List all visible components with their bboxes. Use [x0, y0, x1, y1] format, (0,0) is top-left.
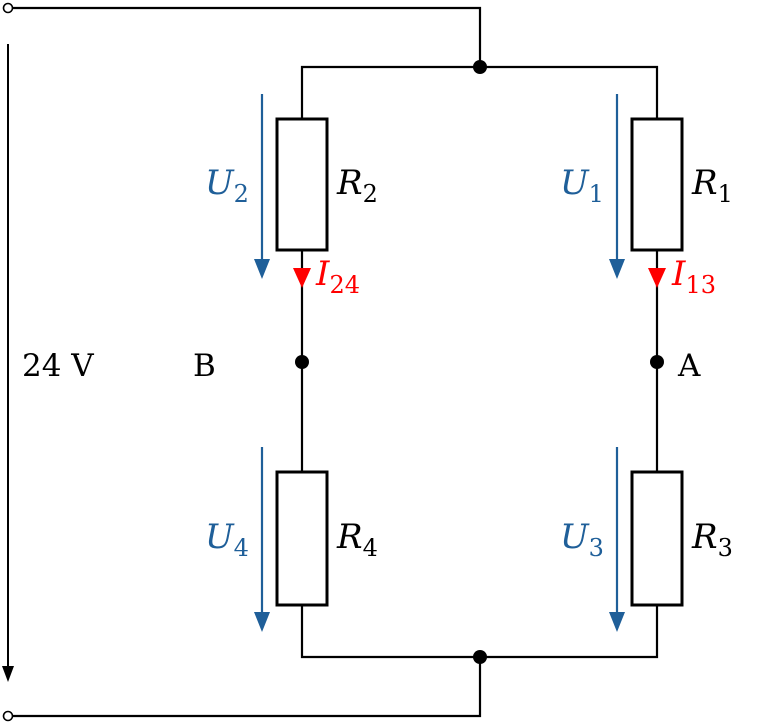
r3-label: R3: [691, 517, 733, 562]
resistor-r4: [275, 470, 329, 607]
feed-wire-top: [12, 6, 482, 67]
supply-voltage-arrow: [2, 44, 14, 682]
u2-label: U2: [205, 163, 249, 208]
node-b-label: B: [193, 348, 216, 384]
feed-wire-bottom: [12, 657, 482, 718]
r1-label: R1: [691, 163, 733, 208]
node-a-label: A: [677, 348, 701, 384]
i13-arrow: [648, 268, 666, 288]
r4-label: R4: [336, 517, 378, 562]
bridge-wiring: [300, 65, 659, 659]
node-a-dot: [650, 355, 664, 369]
i24-arrow: [293, 268, 311, 288]
i13-label: I13: [671, 254, 716, 299]
resistor-r1: [630, 117, 684, 252]
u4-arrow: [254, 447, 270, 632]
u3-label: U3: [560, 517, 604, 562]
u1-arrow: [609, 94, 625, 279]
supply-voltage-label: 24 V: [22, 348, 94, 384]
resistor-r2: [275, 117, 329, 252]
junction-top: [473, 60, 487, 74]
r2-label: R2: [336, 163, 378, 208]
node-b-dot: [295, 355, 309, 369]
u4-label: U4: [205, 517, 249, 562]
u2-arrow: [254, 94, 270, 279]
u3-arrow: [609, 447, 625, 632]
terminal-top: [2, 2, 14, 14]
junction-bottom: [473, 650, 487, 664]
resistor-r3: [630, 470, 684, 607]
supply-wiring: [2, 2, 482, 722]
i24-label: I24: [315, 254, 360, 299]
terminal-bottom: [2, 710, 14, 722]
u1-label: U1: [560, 163, 604, 208]
